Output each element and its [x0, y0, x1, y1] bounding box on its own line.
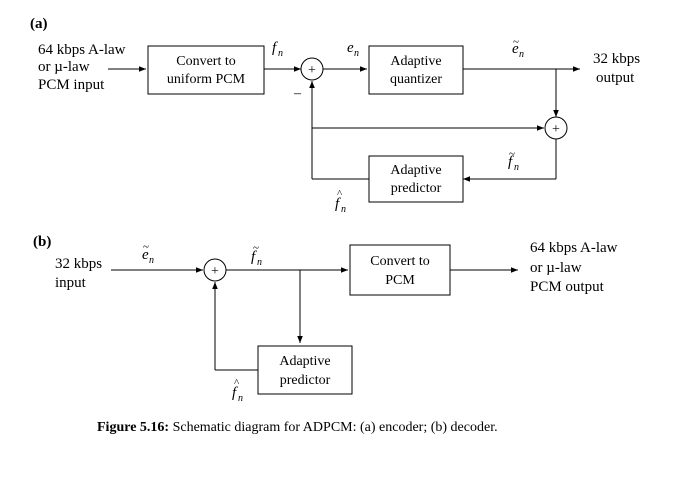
decoder-input-label-line2: input [55, 275, 87, 291]
decoder-panel: (b) 32 kbps input ~ e n + ~ f n Convert … [33, 234, 618, 404]
encoder-signal-e-base: e [347, 40, 354, 56]
decoder-signal-e-tilde-sub: n [149, 255, 154, 266]
encoder-sum-symbol: + [308, 63, 316, 78]
decoder-signal-f-hat-accent: ^ [234, 377, 240, 389]
decoder-signal-e-tilde: ~ e n [142, 241, 154, 266]
encoder-predictor-box-line1: Adaptive [390, 163, 441, 178]
encoder-signal-f-tilde-base: f [508, 154, 514, 170]
encoder-panel-label: (a) [30, 16, 48, 32]
decoder-predictor-box-line2: predictor [280, 373, 331, 388]
decoder-signal-f-hat: ^ f n [232, 377, 243, 404]
decoder-panel-label: (b) [33, 234, 51, 250]
encoder-convert-box [147, 45, 265, 95]
encoder-signal-f-hat-sub: n [341, 204, 346, 215]
encoder-signal-f-tilde-sub: n [514, 162, 519, 173]
decoder-predictor-box [257, 345, 353, 395]
decoder-predictor-box-line1: Adaptive [279, 354, 330, 369]
encoder-quantizer-box-line1: Adaptive [390, 54, 441, 69]
decoder-signal-e-tilde-accent: ~ [143, 241, 149, 253]
encoder-signal-f: f n [272, 40, 283, 59]
encoder-output-label-line2: output [596, 70, 635, 86]
decoder-convert-box [349, 244, 451, 296]
encoder-signal-f-tilde-accent: ~ [509, 148, 515, 160]
decoder-signal-f-tilde-accent: ~ [253, 242, 259, 254]
decoder-signal-f-hat-sub: n [238, 393, 243, 404]
figure-caption: Figure 5.16: Schematic diagram for ADPCM… [97, 420, 498, 435]
encoder-signal-e-tilde-base: e [512, 41, 519, 57]
encoder-input-label-line1: 64 kbps A-law [38, 42, 126, 58]
decoder-signal-f-tilde: ~ f n [251, 242, 262, 268]
decoder-signal-f-hat-base: f [232, 385, 238, 401]
encoder-signal-f-hat-base: f [335, 196, 341, 212]
decoder-input-label-line1: 32 kbps [55, 256, 102, 272]
encoder-output-label-line1: 32 kbps [593, 51, 640, 67]
encoder-signal-f-hat: ^ f n [335, 188, 346, 215]
encoder-signal-f-tilde: ~ f n [508, 148, 519, 173]
decoder-convert-box-line1: Convert to [370, 254, 430, 269]
encoder-signal-e-tilde-accent: ~ [513, 36, 519, 48]
figure-caption-prefix: Figure 5.16: [97, 420, 169, 435]
encoder-panel: (a) 64 kbps A-law or µ-law PCM input Con… [30, 16, 640, 215]
encoder-signal-e-tilde-out: ~ e n [512, 36, 524, 60]
encoder-signal-e-tilde-sub: n [519, 49, 524, 60]
encoder-convert-box-line1: Convert to [176, 54, 236, 69]
decoder-convert-box-line2: PCM [385, 273, 415, 288]
encoder-quantizer-box-line2: quantizer [390, 72, 442, 87]
decoder-signal-f-tilde-sub: n [257, 257, 262, 268]
decoder-sum-symbol: + [211, 264, 219, 279]
figure-caption-text: Schematic diagram for ADPCM: (a) encoder… [169, 420, 498, 435]
decoder-output-label-line2: or µ-law [530, 260, 582, 276]
decoder-output-label-line3: PCM output [530, 279, 605, 295]
encoder-input-label-line3: PCM input [38, 77, 105, 93]
encoder-reconstruction-sum-symbol: + [552, 122, 560, 137]
encoder-quantizer-box [368, 45, 464, 95]
decoder-output-label-line1: 64 kbps A-law [530, 240, 618, 256]
encoder-minus-sign: – [293, 86, 302, 101]
encoder-signal-e: e n [347, 40, 359, 59]
decoder-signal-e-tilde-base: e [142, 247, 149, 263]
encoder-signal-f-hat-accent: ^ [337, 188, 343, 200]
encoder-input-label-line2: or µ-law [38, 59, 90, 75]
encoder-signal-e-sub: n [354, 48, 359, 59]
encoder-signal-f-base: f [272, 40, 278, 56]
decoder-signal-f-tilde-base: f [251, 249, 257, 265]
encoder-predictor-box-line2: predictor [391, 181, 442, 196]
encoder-convert-box-line2: uniform PCM [167, 72, 246, 87]
encoder-signal-f-sub: n [278, 48, 283, 59]
